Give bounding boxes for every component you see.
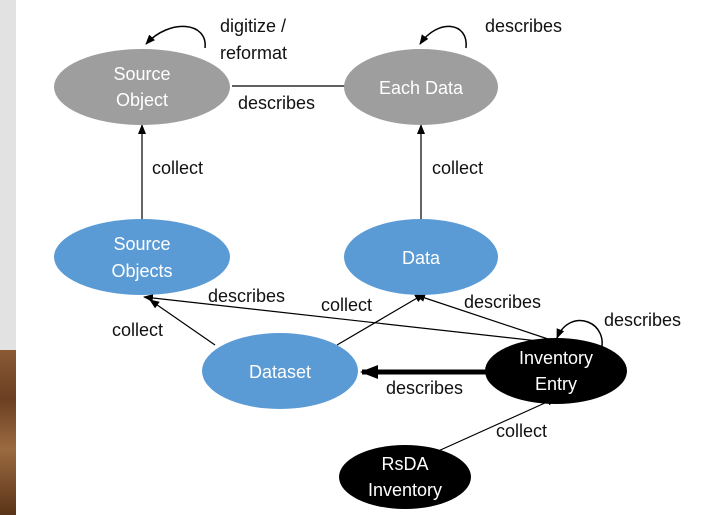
node-inventory-entry-line2: Entry	[535, 374, 577, 394]
node-data-label: Data	[402, 248, 441, 268]
label-entry-self-describes: describes	[604, 310, 681, 330]
node-inventory-entry-line1: Inventory	[519, 348, 593, 368]
label-dataset-collect-data: collect	[321, 295, 372, 315]
edge-source-object-self-loop	[145, 25, 206, 49]
node-data: Data	[344, 219, 498, 295]
label-entry-describes-sources: describes	[208, 286, 285, 306]
node-source-object-line1: Source	[113, 64, 170, 84]
edge-entry-describes-sources	[143, 294, 557, 344]
background-photo	[0, 350, 16, 515]
label-entry-describes-dataset: describes	[386, 378, 463, 398]
node-source-objects-line2: Objects	[111, 261, 172, 281]
edge-labels: digitize / reformat describes describes …	[112, 16, 681, 441]
edges	[138, 25, 603, 453]
node-source-object: Source Object	[54, 49, 230, 125]
edge-dataset-collect-data	[336, 293, 425, 346]
label-rsda-collect-entry: collect	[496, 421, 547, 441]
edge-rsda-collect-entry	[435, 397, 557, 453]
node-each-data: Each Data	[344, 49, 498, 125]
diagram-canvas: Source Object Each Data Source Objects D…	[16, 0, 711, 515]
label-source-each-describes: describes	[238, 93, 315, 113]
node-source-objects-line1: Source	[113, 234, 170, 254]
node-source-objects: Source Objects	[54, 219, 230, 295]
edge-entry-describes-data	[415, 294, 549, 340]
node-rsda-inventory-line1: RsDA	[381, 454, 428, 474]
edge-each-data-self-loop	[419, 25, 467, 49]
node-rsda-inventory-line2: Inventory	[368, 480, 442, 500]
node-source-object-line2: Object	[116, 90, 168, 110]
node-dataset: Dataset	[202, 333, 358, 409]
node-each-data-label: Each Data	[379, 78, 464, 98]
diagram-svg: Source Object Each Data Source Objects D…	[54, 16, 681, 509]
edge-entry-self-loop	[556, 319, 603, 355]
node-dataset-label: Dataset	[249, 362, 311, 382]
label-digitize-line1: digitize /	[220, 16, 286, 36]
label-collect-each-data: collect	[432, 158, 483, 178]
node-inventory-entry: Inventory Entry	[485, 338, 627, 404]
label-collect-source: collect	[152, 158, 203, 178]
label-digitize-line2: reformat	[220, 43, 287, 63]
edge-dataset-collect-sources	[149, 299, 216, 346]
node-rsda-inventory: RsDA Inventory	[339, 445, 471, 509]
label-each-data-self-describes: describes	[485, 16, 562, 36]
label-dataset-collect-sources: collect	[112, 320, 163, 340]
label-entry-describes-data: describes	[464, 292, 541, 312]
